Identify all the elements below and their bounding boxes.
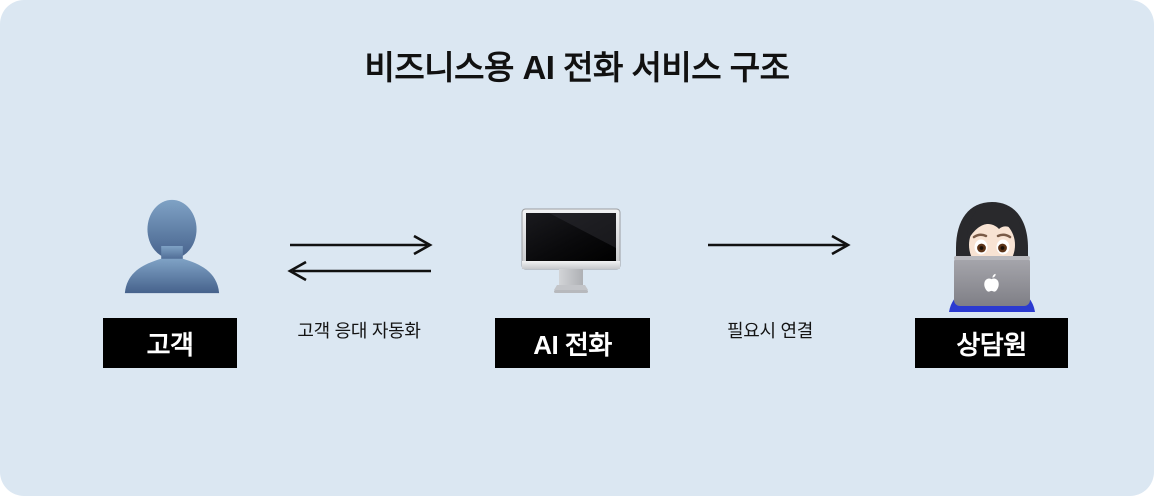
- diagram-title: 비즈니스용 AI 전화 서비스 구조: [364, 49, 791, 86]
- node-label-ai-phone: AI 전화: [495, 318, 650, 368]
- woman-technologist-icon: [947, 200, 1037, 317]
- node-label-agent: 상담원: [915, 318, 1068, 368]
- connection-label-automation: 고객 응대 자동화: [297, 321, 421, 341]
- person-bust-icon: [118, 198, 226, 299]
- desktop-computer-icon: [521, 208, 621, 303]
- node-label-customer: 고객: [103, 318, 237, 368]
- arrow-right-top: [290, 234, 433, 256]
- arrow-right-single: [708, 234, 851, 256]
- connection-label-escalation: 필요시 연결: [726, 321, 814, 341]
- arrow-left-bottom: [287, 260, 431, 282]
